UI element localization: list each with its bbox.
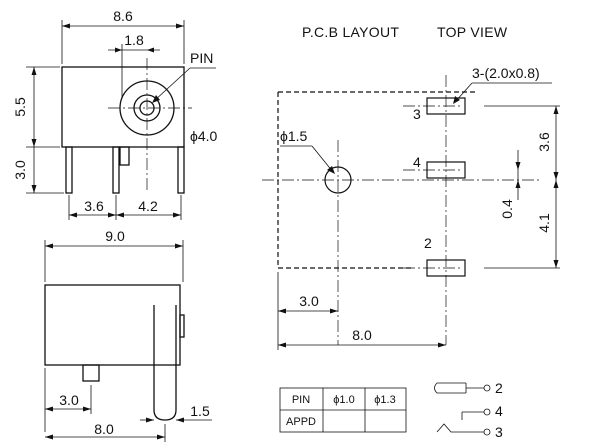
dim-41-arrow-top bbox=[553, 180, 559, 188]
dim-04-arrow-top bbox=[515, 162, 521, 170]
pcb-top-view-title: TOP VIEW bbox=[437, 24, 508, 40]
dim-90-arrow-right bbox=[175, 243, 183, 249]
pad-4-label: 4 bbox=[413, 154, 421, 170]
side-pin-left bbox=[65, 146, 73, 194]
dim-30b-text: 3.0 bbox=[59, 392, 79, 408]
dim-30p-arrow-right bbox=[330, 308, 338, 314]
dim-36-arrow-left bbox=[69, 212, 77, 218]
bottom-nub bbox=[179, 314, 185, 338]
dim-55-arrow-top bbox=[31, 67, 37, 75]
pcb-pad-3 bbox=[426, 97, 466, 115]
dim-30-arrow-bottom bbox=[31, 185, 37, 193]
jack-body-outline bbox=[61, 66, 185, 148]
dim-18-arrow-left bbox=[115, 47, 122, 53]
side-pin-middle bbox=[112, 146, 120, 194]
dim-18-arrow-right bbox=[147, 47, 154, 53]
dim-42-text: 4.2 bbox=[138, 198, 158, 214]
schematic-barrel bbox=[434, 382, 466, 394]
pin-table: PIN ϕ1.0 ϕ1.3 APPD bbox=[279, 387, 407, 433]
dim-86-arrow-right bbox=[176, 23, 184, 29]
dim-04-arrow-bottom bbox=[515, 180, 521, 188]
dim-15b-text: 1.5 bbox=[190, 403, 210, 419]
schematic-pin-4-label: 4 bbox=[495, 403, 503, 419]
pin-table-header-phi13: ϕ1.3 bbox=[374, 394, 395, 406]
pcb-pad-4 bbox=[426, 161, 466, 179]
dim-36p-arrow-bottom bbox=[553, 172, 559, 180]
dim-15b-arrow-left bbox=[146, 417, 154, 423]
pcb-pad-2 bbox=[426, 259, 466, 277]
dim-04-text: 0.4 bbox=[499, 199, 515, 219]
dim-80b-arrow-left bbox=[45, 434, 53, 440]
bottom-view: 9.0 3.0 1.5 8.0 bbox=[44, 228, 212, 442]
pin-leader-line bbox=[153, 67, 191, 102]
dim-80b-arrow-right bbox=[157, 434, 165, 440]
dim-90-text: 9.0 bbox=[105, 228, 125, 244]
schematic-pin-2-label: 2 bbox=[495, 380, 503, 396]
dim-42-arrow-left bbox=[116, 212, 124, 218]
pin-table-header-pin: PIN bbox=[292, 394, 310, 406]
pad-2-label: 2 bbox=[424, 235, 432, 251]
pad-spec-label: 3-(2.0x0.8) bbox=[472, 65, 540, 81]
schematic-symbol: 2 4 3 bbox=[434, 380, 503, 440]
side-view: 8.6 1.8 PIN ϕ4.0 5.5 3.0 bbox=[12, 8, 218, 220]
dim-42-arrow-right bbox=[173, 212, 181, 218]
dim-hole-dia-text: ϕ4.0 bbox=[190, 128, 218, 144]
pad-spec-arrow bbox=[453, 96, 460, 104]
pin-table-cell-appd: APPD bbox=[286, 416, 316, 428]
dim-30-side-text: 3.0 bbox=[12, 160, 28, 180]
dim-36p-text: 3.6 bbox=[536, 132, 552, 152]
dim-18-text: 1.8 bbox=[124, 32, 144, 48]
schematic-pin3-wire bbox=[436, 423, 484, 433]
dim-30b-arrow-right bbox=[83, 406, 91, 412]
side-pin-stub bbox=[119, 146, 130, 166]
dim-55-arrow-bottom bbox=[31, 139, 37, 147]
dim-86-text: 8.6 bbox=[113, 8, 133, 24]
dim-30p-text: 3.0 bbox=[299, 293, 319, 309]
dim-30b-arrow-left bbox=[45, 406, 53, 412]
dim-80p-text: 8.0 bbox=[352, 327, 372, 343]
dim-55-text: 5.5 bbox=[12, 97, 28, 117]
bottom-side-terminal bbox=[153, 305, 177, 421]
hole-dia-label: ϕ1.5 bbox=[280, 128, 308, 144]
schematic-pin4-terminal bbox=[483, 408, 491, 416]
schematic-pin2-terminal bbox=[483, 384, 491, 392]
dim-90-arrow-left bbox=[45, 243, 53, 249]
hole-dia-arrow bbox=[327, 166, 335, 174]
dim-15b-arrow-right bbox=[176, 417, 184, 423]
dim-41-arrow-bottom bbox=[553, 260, 559, 268]
dim-36p-arrow-top bbox=[553, 106, 559, 114]
side-pin-right bbox=[177, 146, 185, 194]
pin-label: PIN bbox=[190, 50, 213, 66]
dim-80b-text: 8.0 bbox=[94, 421, 114, 437]
dim-41-text: 4.1 bbox=[536, 213, 552, 233]
schematic-pin-3-label: 3 bbox=[495, 424, 503, 440]
pcb-title: P.C.B LAYOUT bbox=[302, 24, 399, 40]
pcb-footprint-outline bbox=[277, 91, 478, 269]
hole-dia-leader bbox=[311, 145, 334, 173]
bottom-body-outline bbox=[44, 284, 181, 366]
pin-table-header-phi10: ϕ1.0 bbox=[333, 394, 354, 406]
bottom-pin bbox=[82, 364, 100, 382]
dim-86-arrow-left bbox=[62, 23, 70, 29]
pin-leader-arrow bbox=[152, 95, 160, 103]
pcb-layout: P.C.B LAYOUT TOP VIEW 3 4 2 3-(2.0x0.8) … bbox=[262, 24, 560, 350]
pcb-mounting-hole bbox=[324, 166, 352, 194]
dim-80p-arrow-right bbox=[438, 342, 446, 348]
dim-36-arrow-right bbox=[108, 212, 116, 218]
dim-80p-arrow-left bbox=[278, 342, 286, 348]
dim-36-text: 3.6 bbox=[84, 198, 104, 214]
pad-3-label: 3 bbox=[413, 106, 421, 122]
dim-30p-arrow-left bbox=[278, 308, 286, 314]
schematic-pin3-terminal bbox=[483, 428, 491, 436]
